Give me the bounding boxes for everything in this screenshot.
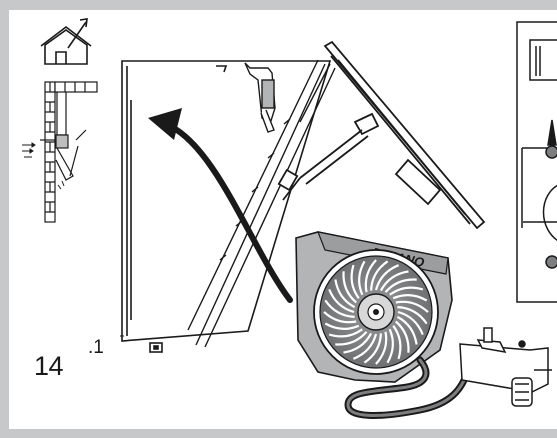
- fan-blade: [350, 264, 360, 299]
- fan-blade: [396, 315, 418, 345]
- fan-blade: [343, 332, 373, 354]
- step-number: 14: [34, 351, 64, 381]
- fan-blade: [370, 260, 389, 291]
- hinge-bracket-icon: [244, 62, 276, 133]
- fan-blade: [392, 294, 428, 302]
- fan-blade: [328, 328, 363, 338]
- fan-blade: [397, 310, 424, 336]
- side-detail-icon: [516, 21, 557, 303]
- fan-blade: [375, 331, 388, 365]
- fan-blade: [364, 259, 377, 293]
- fan-blade: [328, 288, 355, 314]
- fan-blade: [324, 299, 355, 318]
- fan-blade: [379, 270, 409, 292]
- house-vent-out-icon: [40, 18, 92, 65]
- fan-blade: [397, 306, 428, 325]
- fan-blade: [324, 322, 360, 330]
- hood-frame-rails: [187, 59, 336, 348]
- fan-blade: [392, 325, 402, 360]
- fan-blade: [386, 328, 394, 364]
- fan-blade: [395, 300, 429, 313]
- fan-blade: [389, 286, 424, 296]
- fan-blade: [384, 278, 417, 293]
- fan-blade: [352, 333, 378, 360]
- wall-section-recirculation-icon: [40, 81, 98, 223]
- airflow-arrows-icon: [22, 142, 65, 190]
- fan-blade: [335, 331, 368, 346]
- fan-blade: [374, 264, 400, 291]
- fan-blade: [363, 333, 382, 364]
- fan-blade: [323, 311, 357, 324]
- fan-blade: [395, 320, 410, 353]
- hood-lid-panel: [277, 40, 486, 230]
- rotation-arrow-icon: [148, 108, 293, 303]
- callout-label-1: .1: [88, 337, 104, 358]
- fan-blade: [358, 260, 366, 296]
- fan-blade: [342, 271, 357, 304]
- fan-blade: [334, 279, 356, 309]
- electrical-junction-box: [459, 327, 552, 407]
- blower-motor-unit: DIMANO: [295, 231, 453, 383]
